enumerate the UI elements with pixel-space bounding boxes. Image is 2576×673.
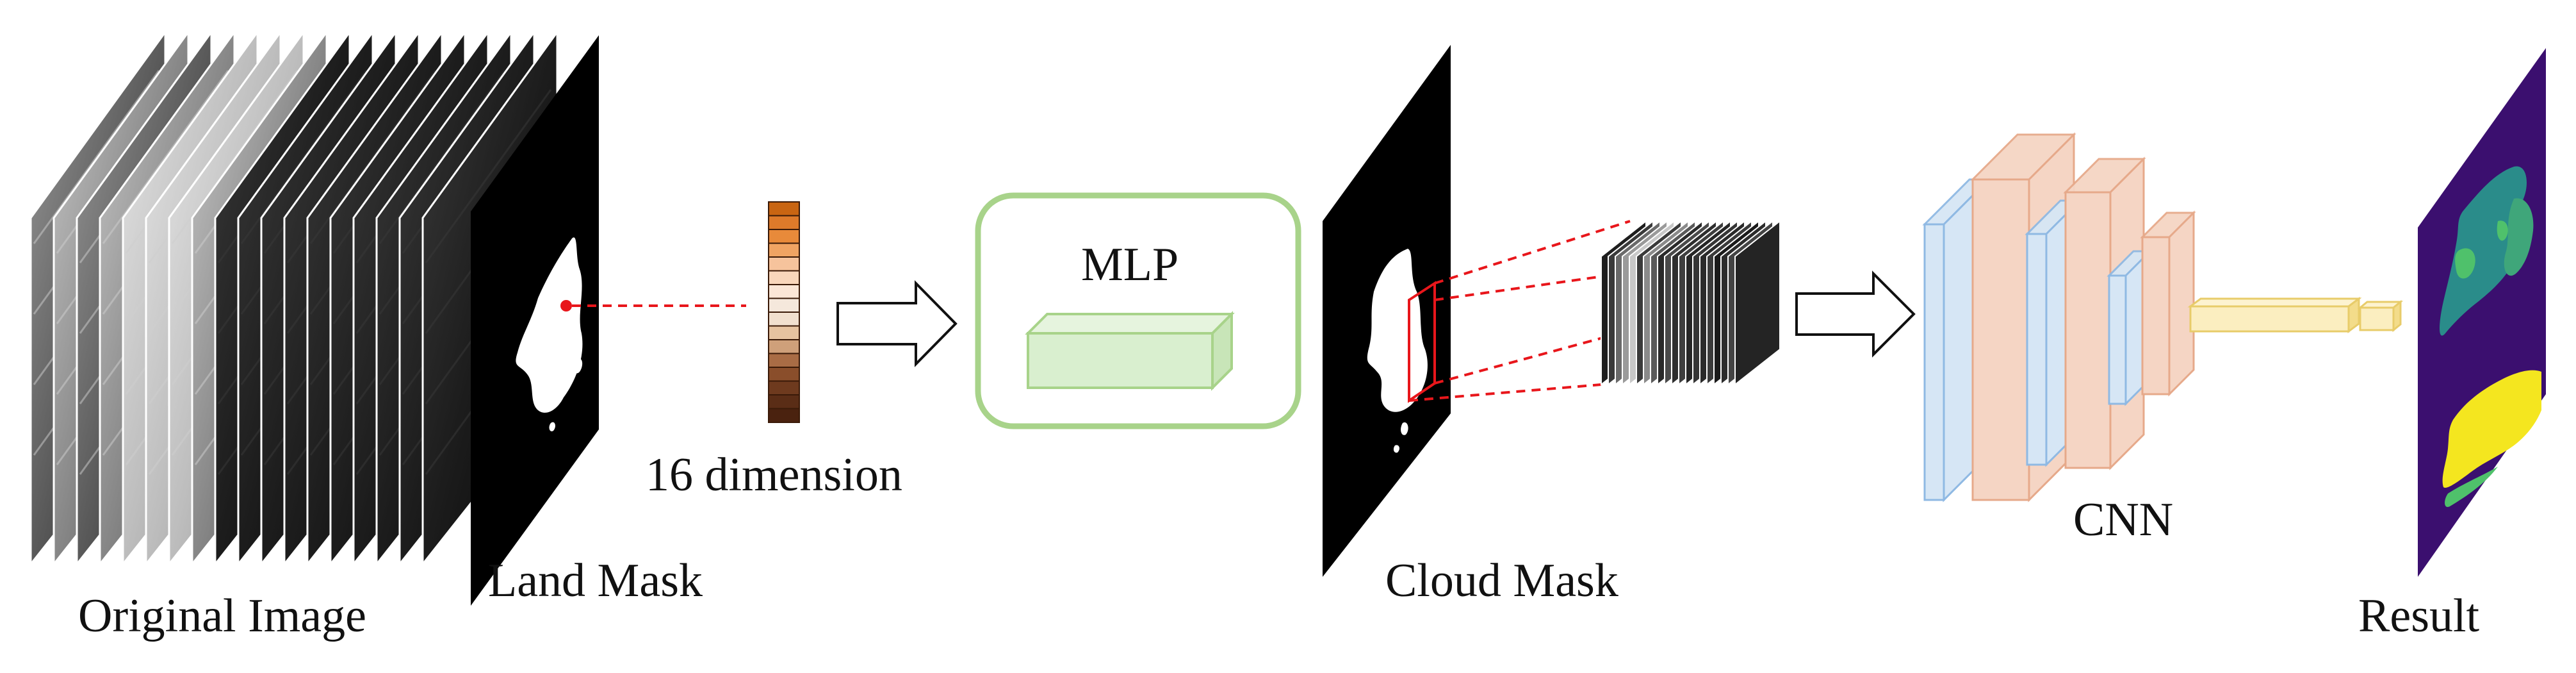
arrow-right-icon (836, 280, 958, 367)
image-streak (425, 89, 552, 263)
cloud-mask-label: Cloud Mask (1385, 554, 1618, 607)
feature-cell (768, 201, 800, 217)
fc-layer-large (2187, 297, 2362, 333)
feature-cell (768, 297, 800, 313)
image-streak (33, 70, 160, 244)
original-image-label: Original Image (78, 590, 366, 642)
feature-vector (768, 201, 800, 423)
cloud-mask-image (1323, 45, 1451, 577)
cnn-pool-layer (2140, 210, 2196, 397)
feature-cell (768, 312, 800, 327)
image-streak (171, 70, 298, 244)
feature-cell (768, 408, 800, 423)
image-streak (102, 70, 229, 244)
image-streak (379, 70, 506, 244)
land-mask-label: Land Mask (488, 554, 703, 607)
mlp-box (975, 192, 1301, 429)
original-image-stack (29, 29, 558, 567)
mlp-block (1025, 311, 1235, 391)
cnn-label: CNN (2073, 494, 2173, 546)
result-image (2418, 48, 2546, 577)
land-mask-image (471, 35, 599, 606)
feature-cell (768, 242, 800, 258)
fc-layer-small (2357, 299, 2404, 333)
dimension-label: 16 dimension (646, 449, 902, 501)
feature-cell (768, 367, 800, 382)
image-streak (309, 70, 437, 244)
cloud-patch-stack (1601, 219, 1781, 386)
feature-cell (768, 380, 800, 395)
mlp-label: MLP (1081, 238, 1178, 291)
feature-cell (768, 325, 800, 340)
feature-cell (768, 394, 800, 410)
feature-cell (768, 353, 800, 368)
feature-cell (768, 256, 800, 272)
image-streak (240, 70, 368, 244)
patch-projection-lines (1408, 220, 1631, 402)
feature-cell (768, 284, 800, 299)
feature-cell (768, 270, 800, 285)
cnn-network (1922, 132, 2196, 503)
result-label: Result (2358, 590, 2480, 642)
feature-cell (768, 229, 800, 244)
arrow-right-icon (1795, 270, 1916, 358)
sample-pixel-dot (560, 300, 572, 312)
feature-cell (768, 215, 800, 230)
patch-slice (1734, 219, 1781, 386)
feature-cell (768, 339, 800, 354)
